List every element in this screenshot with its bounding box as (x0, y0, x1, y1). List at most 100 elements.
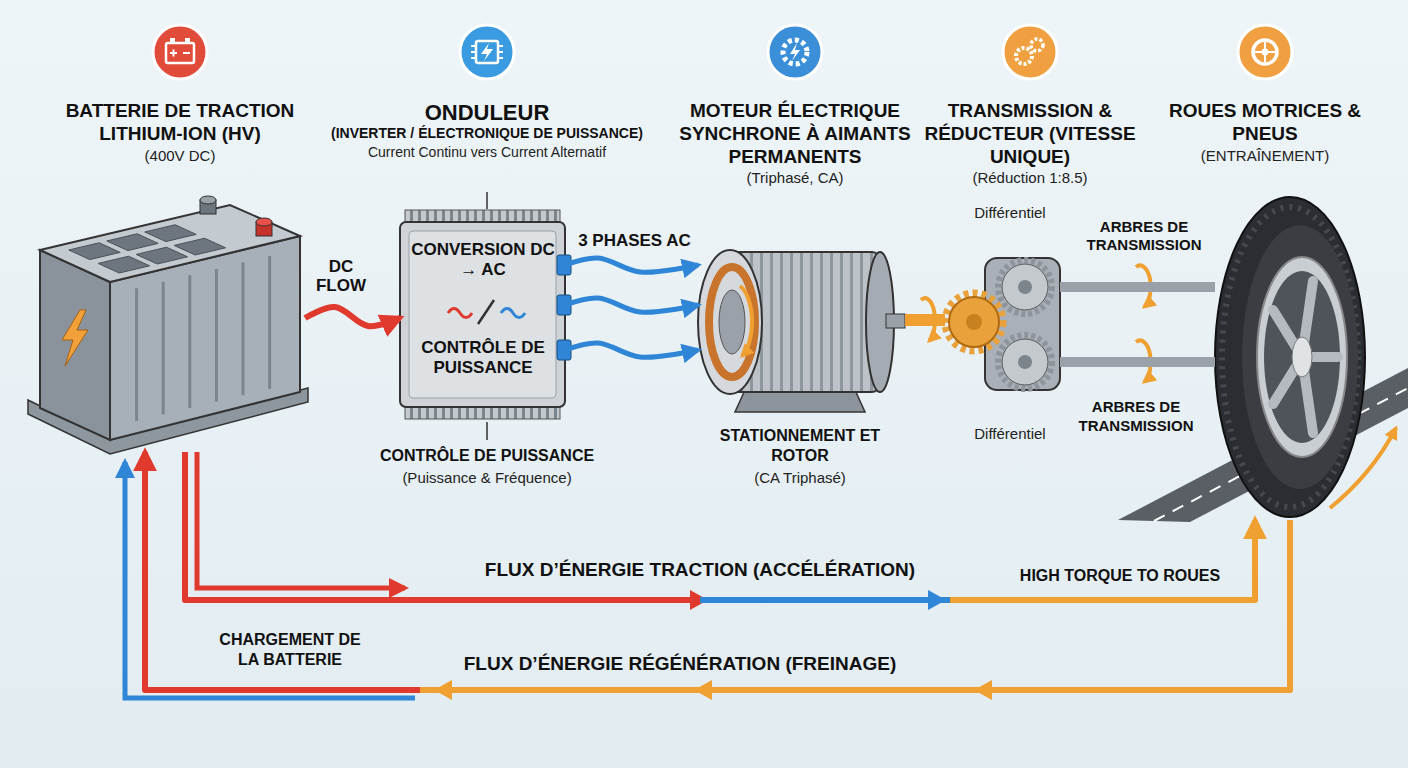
motor-icon (768, 25, 822, 79)
flow-label: 3 PHASES AC (572, 231, 697, 251)
text-group: ROUES MOTRICES & PNEUS(ENTRAÎNEMENT) (1160, 100, 1370, 165)
battery-illustration (28, 196, 308, 454)
gearbox-illustration (1002, 339, 1048, 385)
component-subtitle: (400V DC) (45, 146, 315, 166)
gearbox-icon (1016, 48, 1032, 64)
gearbox-illustration (921, 258, 1151, 390)
battery-icon (166, 43, 194, 63)
label-box: CHARGEMENT DE LA BATTERIE (210, 630, 370, 670)
motor-illustration (735, 390, 865, 412)
gearbox-illustration (1018, 280, 1032, 294)
gearbox-icon (1003, 25, 1057, 79)
component-subtitle: (Réduction 1:8.5) (915, 168, 1145, 188)
battery-illustration (40, 250, 110, 440)
battery-illustration (145, 225, 196, 242)
callout-text: CONTRÔLE DE PUISSANCE (377, 446, 597, 466)
label-box: CONTRÔLE DE PUISSANCE (377, 446, 597, 466)
component-subtitle: (Triphasé, CA) (670, 168, 920, 188)
edge-label-box: FLUX D’ÉNERGIE TRACTION (ACCÉLÉRATION) (440, 559, 960, 582)
battery-illustration (174, 238, 225, 255)
part-label: Différentiel (955, 424, 1065, 444)
box-text: CONTRÔLE DE PUISSANCE (408, 338, 558, 379)
inverter-illustration (400, 222, 565, 407)
motor-illustration (719, 290, 745, 354)
part-label: ARBRES DE TRANSMISSION (1078, 218, 1210, 256)
text-group: TRANSMISSION & RÉDUCTEUR (VITESSE UNIQUE… (915, 100, 1145, 188)
gearbox-illustration (1018, 355, 1032, 369)
connector (565, 343, 698, 357)
battery-illustration (40, 205, 300, 282)
wheel-illustration (1222, 207, 1358, 507)
wheel-icon (1238, 25, 1292, 79)
edge-label-box: DC FLOW (305, 257, 377, 296)
component-title: ROUES MOTRICES & PNEUS (1160, 100, 1370, 146)
inverter-illustration (478, 300, 494, 324)
component-subtitle: (INVERTER / ÉLECTRONIQUE DE PUISSANCE) (327, 125, 647, 143)
wheel-illustration (1273, 281, 1338, 433)
inverter-illustration (400, 192, 571, 440)
battery-illustration (200, 196, 216, 204)
gearbox-illustration (945, 293, 1003, 351)
connector (565, 258, 698, 272)
flow-decoration (125, 462, 415, 698)
gearbox-icon (1031, 39, 1043, 51)
label-box: HIGH TORQUE TO ROUES (1005, 566, 1235, 586)
wheel-illustration (1264, 271, 1340, 443)
battery-illustration (136, 247, 187, 264)
battery-icon (170, 50, 190, 57)
edge-label-box: 3 PHASES AC (572, 231, 697, 251)
gearbox-node: TRANSMISSION & RÉDUCTEUR (VITESSE UNIQUE… (945, 255, 1060, 390)
connector (905, 314, 945, 326)
battery-illustration (256, 218, 272, 226)
text-group: MOTEUR ÉLECTRIQUE SYNCHRONE À AIMANTS PE… (670, 100, 920, 188)
flow-decoration (197, 452, 405, 588)
callout-text: CHARGEMENT DE LA BATTERIE (210, 630, 370, 670)
gearbox-icon (1003, 25, 1057, 79)
battery-illustration (137, 256, 270, 421)
edge-label-box: ARBRES DE TRANSMISSION (1070, 398, 1202, 436)
label-box: STATIONNEMENT ET ROTOR (715, 426, 885, 466)
motor-illustration (886, 314, 905, 328)
connector (565, 298, 698, 312)
connector (1060, 282, 1215, 292)
battery-icon (153, 25, 207, 79)
inverter-icon (481, 43, 493, 61)
battery-icon (153, 25, 207, 79)
battery-illustration (137, 256, 270, 421)
gearbox-illustration (998, 335, 1052, 389)
component-title: MOTEUR ÉLECTRIQUE SYNCHRONE À AIMANTS PE… (670, 100, 920, 168)
flow-title: FLUX D’ÉNERGIE RÉGÉNÉRATION (FREINAGE) (420, 653, 940, 676)
motor-illustration (698, 250, 762, 394)
flow-decoration (125, 452, 992, 700)
box-text: CONVERSION DC → AC (408, 240, 558, 281)
callout-subtext: (Puissance & Fréquence) (377, 468, 597, 488)
text-group: CONTRÔLE DE PUISSANCE (408, 338, 558, 379)
motor-illustration (698, 250, 905, 412)
inverter-icon (460, 25, 514, 79)
component-title: TRANSMISSION & RÉDUCTEUR (VITESSE UNIQUE… (915, 100, 1145, 168)
edge-label-box: ARBRES DE TRANSMISSION (1078, 218, 1210, 256)
motor-icon (768, 25, 822, 79)
flow-title: FLUX D’ÉNERGIE TRACTION (ACCÉLÉRATION) (440, 559, 960, 582)
callout-text: STATIONNEMENT ET ROTOR (715, 426, 885, 466)
inverter-icon (476, 41, 498, 63)
gearbox-illustration (949, 297, 999, 347)
component-subtitle: (ENTRAÎNEMENT) (1160, 146, 1370, 166)
gearbox-illustration (1002, 264, 1048, 310)
wheel-illustration (1292, 337, 1312, 377)
wheel-icon (1238, 25, 1292, 79)
gearbox-illustration (966, 314, 982, 330)
label-box: (CA Triphasé) (715, 468, 885, 488)
battery-icon (185, 38, 190, 43)
wheel-node: ROUES MOTRICES & PNEUS(ENTRAÎNEMENT) (1215, 195, 1365, 520)
inverter-illustration (448, 309, 472, 318)
component-title: ONDULEUR (327, 100, 647, 125)
wheel-icon (1253, 40, 1277, 64)
part-label: ARBRES DE TRANSMISSION (1070, 398, 1202, 436)
connector (185, 452, 1255, 600)
battery-illustration (107, 234, 158, 251)
label-box: Différentiel (955, 203, 1065, 223)
part-label: Différentiel (955, 203, 1065, 223)
motor-illustration (740, 286, 752, 356)
